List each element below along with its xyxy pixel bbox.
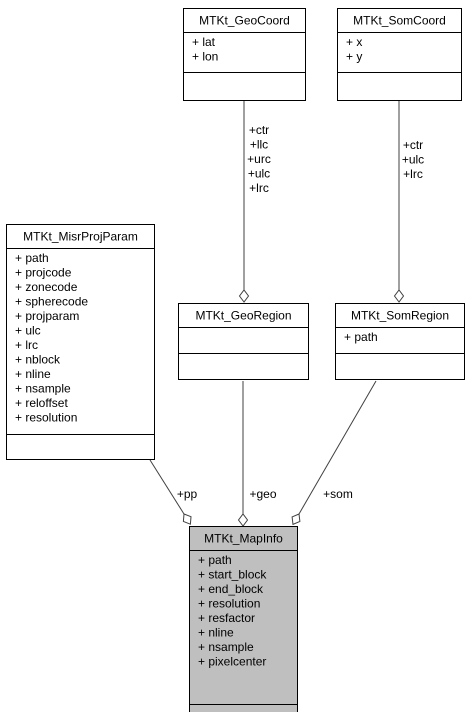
class-misrprojparam[interactable]: MTKt_MisrProjParam + path+ projcode+ zone… [6, 224, 155, 460]
aggregation-diamond [238, 289, 250, 303]
class-box [337, 8, 462, 101]
class-name: MTKt_SomCoord [353, 14, 446, 28]
class-attribute: + nline [15, 367, 51, 381]
edge-somregion-mapinfo: +som [291, 380, 377, 526]
aggregation-diamond [237, 513, 249, 527]
edge-line [149, 459, 185, 515]
class-attribute: + pixelcenter [198, 655, 266, 669]
class-somregion[interactable]: MTKt_SomRegion + path [335, 303, 465, 380]
class-attribute: + nblock [15, 353, 61, 367]
class-attribute: + spherecode [15, 295, 88, 309]
aggregation-diamond [393, 289, 405, 303]
class-attribute: + projparam [15, 309, 79, 323]
class-name: MTKt_GeoRegion [195, 309, 291, 323]
edge-geocoord-georegion: +ctr+llc+urc+ulc+lrc [238, 101, 271, 303]
edge-label: +ulc [402, 153, 424, 167]
class-attribute: + nline [198, 626, 234, 640]
class-attribute: + path [344, 330, 378, 344]
class-attribute: + lat [192, 35, 216, 49]
class-somcoord[interactable]: MTKt_SomCoord + x+ y [337, 8, 462, 101]
class-attribute: + resfactor [198, 611, 255, 625]
edges-layer: +ctr+llc+urc+ulc+lrc+ctr+ulc+lrc+pp+geo+… [149, 101, 424, 527]
class-attribute: + zonecode [15, 280, 78, 294]
class-attribute: + projcode [15, 266, 72, 280]
class-attribute: + ulc [15, 324, 41, 338]
class-box [183, 8, 306, 101]
class-attribute: + nsample [198, 640, 254, 654]
edge-label: +pp [177, 487, 198, 501]
class-mapinfo[interactable]: MTKt_MapInfo + path+ start_block+ end_blo… [189, 526, 298, 712]
class-attribute: + resolution [15, 411, 77, 425]
class-name: MTKt_MapInfo [204, 532, 283, 546]
class-attribute: + start_block [198, 568, 267, 582]
class-box [178, 303, 309, 380]
edge-label: +urc [247, 152, 271, 166]
class-geocoord[interactable]: MTKt_GeoCoord + lat+ lon [183, 8, 306, 101]
class-attribute: + path [15, 251, 49, 265]
class-attribute: + lon [192, 50, 218, 64]
edge-label: +ulc [248, 167, 270, 181]
edge-label: +lrc [403, 167, 423, 181]
edge-line [298, 380, 377, 515]
aggregation-diamond [182, 513, 192, 525]
edge-label: +ctr [249, 123, 269, 137]
edge-somcoord-somregion: +ctr+ulc+lrc [393, 101, 424, 303]
edge-label: +ctr [403, 138, 423, 152]
edge-label: +lrc [249, 181, 269, 195]
class-georegion[interactable]: MTKt_GeoRegion [178, 303, 309, 380]
class-attribute: + y [346, 50, 362, 64]
class-attribute: + path [198, 553, 232, 567]
class-box [189, 526, 298, 712]
class-name: MTKt_GeoCoord [199, 14, 290, 28]
class-attribute: + lrc [15, 338, 38, 352]
class-attribute: + end_block [198, 582, 264, 596]
edge-label: +geo [249, 487, 276, 501]
class-box [6, 224, 155, 460]
edge-label: +llc [250, 138, 268, 152]
class-attribute: + x [346, 35, 362, 49]
class-name: MTKt_SomRegion [351, 309, 449, 323]
class-name: MTKt_MisrProjParam [23, 230, 138, 244]
edge-label: +som [323, 487, 353, 501]
class-box [335, 303, 465, 380]
edge-georegion-mapinfo: +geo [237, 381, 277, 527]
edge-misrprojparam-mapinfo: +pp [149, 459, 198, 525]
class-attribute: + nsample [15, 382, 71, 396]
aggregation-diamond [291, 513, 301, 526]
class-attribute: + reloffset [15, 396, 68, 410]
class-attribute: + resolution [198, 597, 260, 611]
